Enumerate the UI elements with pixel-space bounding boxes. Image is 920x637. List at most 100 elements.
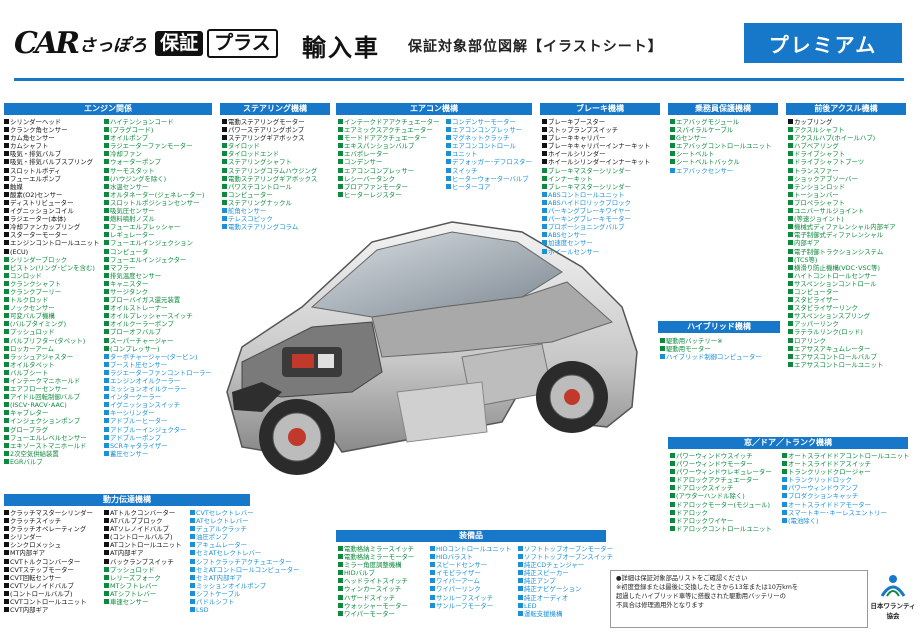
list-item-label: ドアロックモーター(モジュール) [676, 500, 771, 509]
list-item: オイルストレーナー [104, 304, 212, 312]
car-illustration [226, 221, 638, 475]
bullet-square-icon [670, 509, 675, 515]
bullet-square-icon [104, 442, 109, 448]
bullet-square-icon [4, 288, 9, 294]
list-item-label: プッシュロッド [10, 328, 55, 337]
note-line-3: 超過したハイブリッド車等に搭載された駆動用バッテリーの [616, 593, 786, 600]
bullet-square-icon [4, 534, 9, 540]
list-item-label: フューエルインジェクター [110, 255, 187, 264]
list-item-label: エアバッグモジュール [676, 118, 740, 126]
list-item: プッシュロッド [4, 328, 99, 336]
bullet-square-icon [4, 264, 9, 270]
bullet-square-icon [430, 594, 435, 600]
bullet-square-icon [104, 216, 109, 222]
list-item-label: ステアリングナックル [228, 198, 292, 207]
list-item-label: SCRキャタライザー [110, 441, 168, 450]
list-item-label: 酸素(O2)センサー [10, 190, 63, 199]
bullet-square-icon [104, 337, 109, 343]
list-item-label: (電池除く) [788, 516, 819, 525]
list-item: 純正オーディオ [518, 594, 613, 602]
bullet-square-icon [542, 216, 547, 222]
list-item: オートスライドドアスイッチ [782, 460, 909, 468]
bullet-square-icon [338, 127, 343, 133]
bullet-square-icon [788, 280, 793, 286]
list-item-label: 純正ナビゲーション [524, 585, 582, 594]
header-divider [14, 78, 904, 81]
bullet-square-icon [430, 546, 435, 551]
list-item: ブロアファンモーター [338, 183, 440, 191]
bullet-square-icon [446, 119, 451, 124]
section-header-brake: ブレーキ機構 [540, 103, 660, 115]
bullet-square-icon [4, 345, 9, 351]
list-item: キーシリンダー [104, 409, 212, 417]
list-item-label: エキスパンションバルブ [344, 142, 415, 151]
list-item: ドライブシャフトブーツ [788, 158, 896, 166]
bullet-square-icon [4, 256, 9, 262]
list-item-label: パワーステアリングポンプ [228, 126, 305, 135]
bullet-square-icon [542, 232, 547, 238]
list-item: 機械式ディファレンシャル内部ギア [788, 223, 896, 231]
bullet-square-icon [104, 599, 109, 605]
list-item-label: ロアリンク [794, 336, 826, 345]
list-item: コンピューター [788, 288, 896, 296]
bullet-square-icon [4, 151, 9, 157]
bullet-square-icon [4, 426, 9, 432]
axle-list: カップリングアクスルシャフトアクスルハブ(ホイールハブ)ハブベアリングドライブシ… [788, 118, 896, 369]
list-item: 電動ステアリングコラム [222, 223, 317, 231]
bullet-square-icon [4, 280, 9, 286]
bullet-square-icon [4, 369, 9, 375]
bullet-square-icon [788, 353, 793, 359]
list-item-label: タイロッドエンド [228, 150, 280, 159]
bullet-square-icon [104, 369, 109, 375]
bullet-square-icon [446, 167, 451, 173]
bullet-square-icon [4, 442, 9, 448]
list-item-label: 運転支援機構 [524, 609, 563, 618]
list-item: ワイパーリンク [430, 585, 512, 593]
list-item-label: HIDバルブ [344, 569, 375, 578]
bullet-square-icon [222, 183, 227, 189]
bullet-square-icon [4, 272, 9, 278]
list-item: エアサスコントロールユニット [788, 361, 896, 369]
list-item: (プラグコード) [104, 126, 212, 134]
list-item: オートスライドドアコントロールユニット [782, 452, 909, 460]
bullet-square-icon [430, 570, 435, 576]
list-item: カムシャフト [4, 142, 99, 150]
list-item: インジェクションポンプ [4, 417, 99, 425]
list-item: アキュムレーター [190, 541, 300, 549]
list-item: 吸気圧センサー [104, 207, 212, 215]
list-item-label: クラッチスイッチ [10, 517, 62, 526]
bullet-square-icon [104, 321, 109, 327]
bullet-square-icon [222, 151, 227, 157]
list-item-label: モードドアアクチュエーター [344, 134, 427, 143]
list-item-label: バルブリフター(タペット) [10, 336, 86, 345]
list-item: アクスルハブ(ホイールハブ) [788, 134, 896, 142]
list-item: ユニット [446, 150, 532, 158]
list-item-label: ドアロックワイヤー [676, 516, 734, 525]
bullet-square-icon [104, 410, 109, 416]
bullet-square-icon [788, 256, 793, 262]
list-item-label: コンピューター [794, 287, 839, 296]
list-item-label: ストップランプスイッチ [548, 126, 619, 135]
list-item: コンピュータ [104, 248, 212, 256]
bullet-square-icon [190, 518, 195, 524]
list-item-label: ピストン(リング･ピンを含む) [10, 263, 95, 272]
list-item: ブレーキマスターシリンダー [542, 183, 650, 191]
bullet-square-icon [338, 135, 343, 141]
list-item: ハイテンションコード [104, 118, 212, 126]
bullet-square-icon [518, 610, 523, 616]
list-item: CVTセレクトレバー [190, 509, 300, 517]
list-item-label: エバポレーター [344, 150, 389, 159]
bullet-square-icon [190, 607, 195, 613]
list-item-label: ATコントロールユニット [110, 541, 182, 550]
bullet-square-icon [338, 167, 343, 173]
bullet-square-icon [104, 183, 109, 189]
list-item-label: デュアルクラッチ [196, 525, 247, 534]
bullet-square-icon [338, 578, 343, 584]
bullet-square-icon [338, 586, 343, 592]
association-name: 日本ワランティ協会 [870, 602, 916, 620]
list-item-label: 冷却ファンカップリング [10, 223, 81, 232]
list-item: フューエルインジェクター [104, 256, 212, 264]
list-item: スパイラルケーブル [670, 126, 772, 134]
list-item-label: バルブシート [10, 368, 49, 377]
bullet-square-icon [782, 501, 787, 507]
